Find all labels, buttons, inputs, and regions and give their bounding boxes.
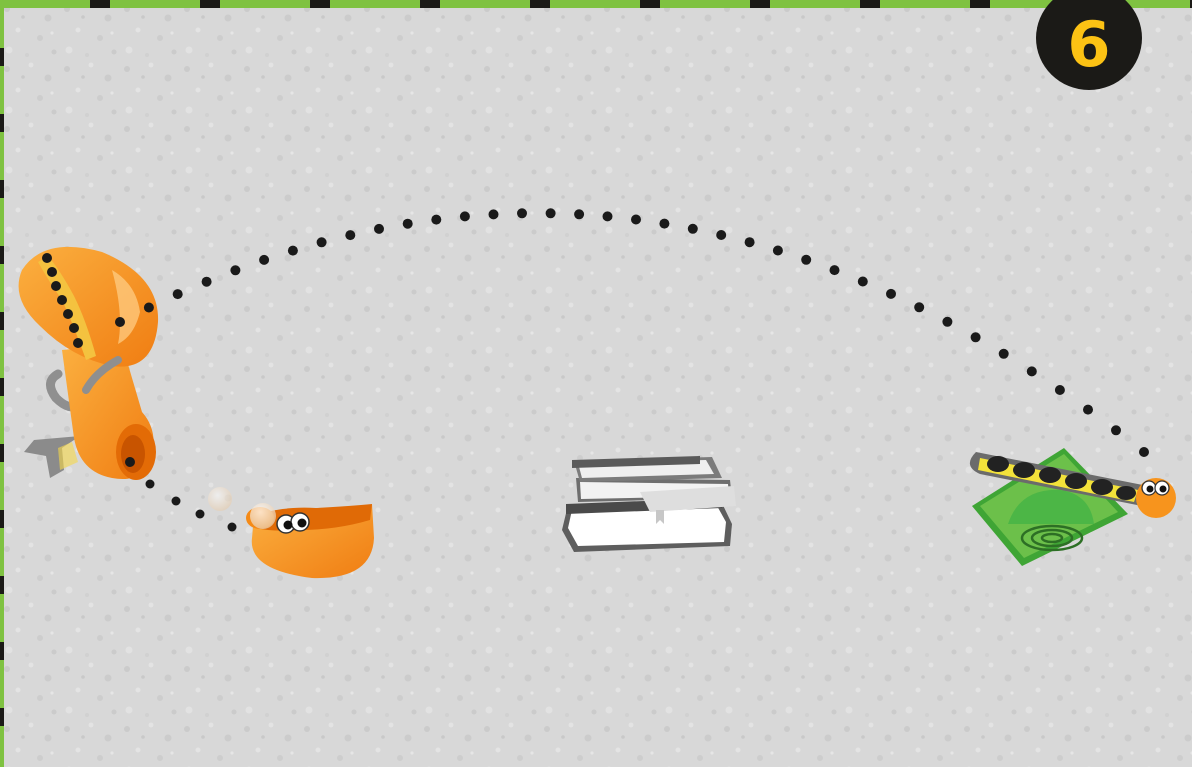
trajectory-dot <box>745 237 755 247</box>
trajectory-dot <box>688 224 698 234</box>
trajectory-dot <box>942 317 952 327</box>
trajectory-dot <box>73 338 83 348</box>
trajectory-dot <box>317 237 327 247</box>
trajectory-dot <box>603 211 613 221</box>
trajectory-dot <box>971 332 981 342</box>
trajectory-dot <box>830 265 840 275</box>
trajectory-dot <box>63 309 73 319</box>
trajectory-dot <box>431 215 441 225</box>
trajectory-dot <box>489 209 499 219</box>
trajectory-dot <box>374 224 384 234</box>
trajectory-dot <box>288 246 298 256</box>
trajectory-dot <box>403 219 413 229</box>
trajectory-dot <box>146 480 155 489</box>
trajectory-dot <box>1139 447 1149 457</box>
trajectory-dot <box>69 323 79 333</box>
trajectory-dot <box>259 255 269 265</box>
trajectory-dot <box>546 208 556 218</box>
trajectory-dot <box>773 246 783 256</box>
step-number: 6 <box>1067 14 1110 76</box>
trajectory-dot <box>460 211 470 221</box>
trajectory-dot <box>1055 385 1065 395</box>
trajectory-dot <box>196 510 205 519</box>
trajectory-dot <box>1027 366 1037 376</box>
trajectory-dot <box>631 215 641 225</box>
trajectory-dot <box>47 267 57 277</box>
trajectory-dot <box>230 265 240 275</box>
trajectory-dot <box>886 289 896 299</box>
book-stack-icon <box>562 456 736 552</box>
trajectory-dot <box>1111 425 1121 435</box>
trajectory-dot <box>228 523 237 532</box>
trajectory-dot <box>914 302 924 312</box>
trajectory-dot <box>517 208 527 218</box>
border-top <box>0 0 1192 8</box>
trajectory-dot <box>801 255 811 265</box>
trajectory-dot <box>57 295 67 305</box>
trajectory-dot <box>1083 405 1093 415</box>
trajectory-dot <box>999 349 1009 359</box>
trajectory-dot <box>659 219 669 229</box>
trajectory-dot <box>858 277 868 287</box>
trajectory-dot <box>144 303 154 313</box>
trajectory-dot <box>345 230 355 240</box>
trajectory-dot <box>125 457 135 467</box>
border-right <box>0 0 4 767</box>
trajectory-dot <box>51 281 61 291</box>
trajectory-dot <box>173 289 183 299</box>
trajectory-dot <box>115 317 125 327</box>
trajectory-dot <box>716 230 726 240</box>
trajectory-dot <box>172 497 181 506</box>
trajectory-dot <box>574 209 584 219</box>
trajectory-dot <box>202 277 212 287</box>
trajectory-dot <box>42 253 52 263</box>
